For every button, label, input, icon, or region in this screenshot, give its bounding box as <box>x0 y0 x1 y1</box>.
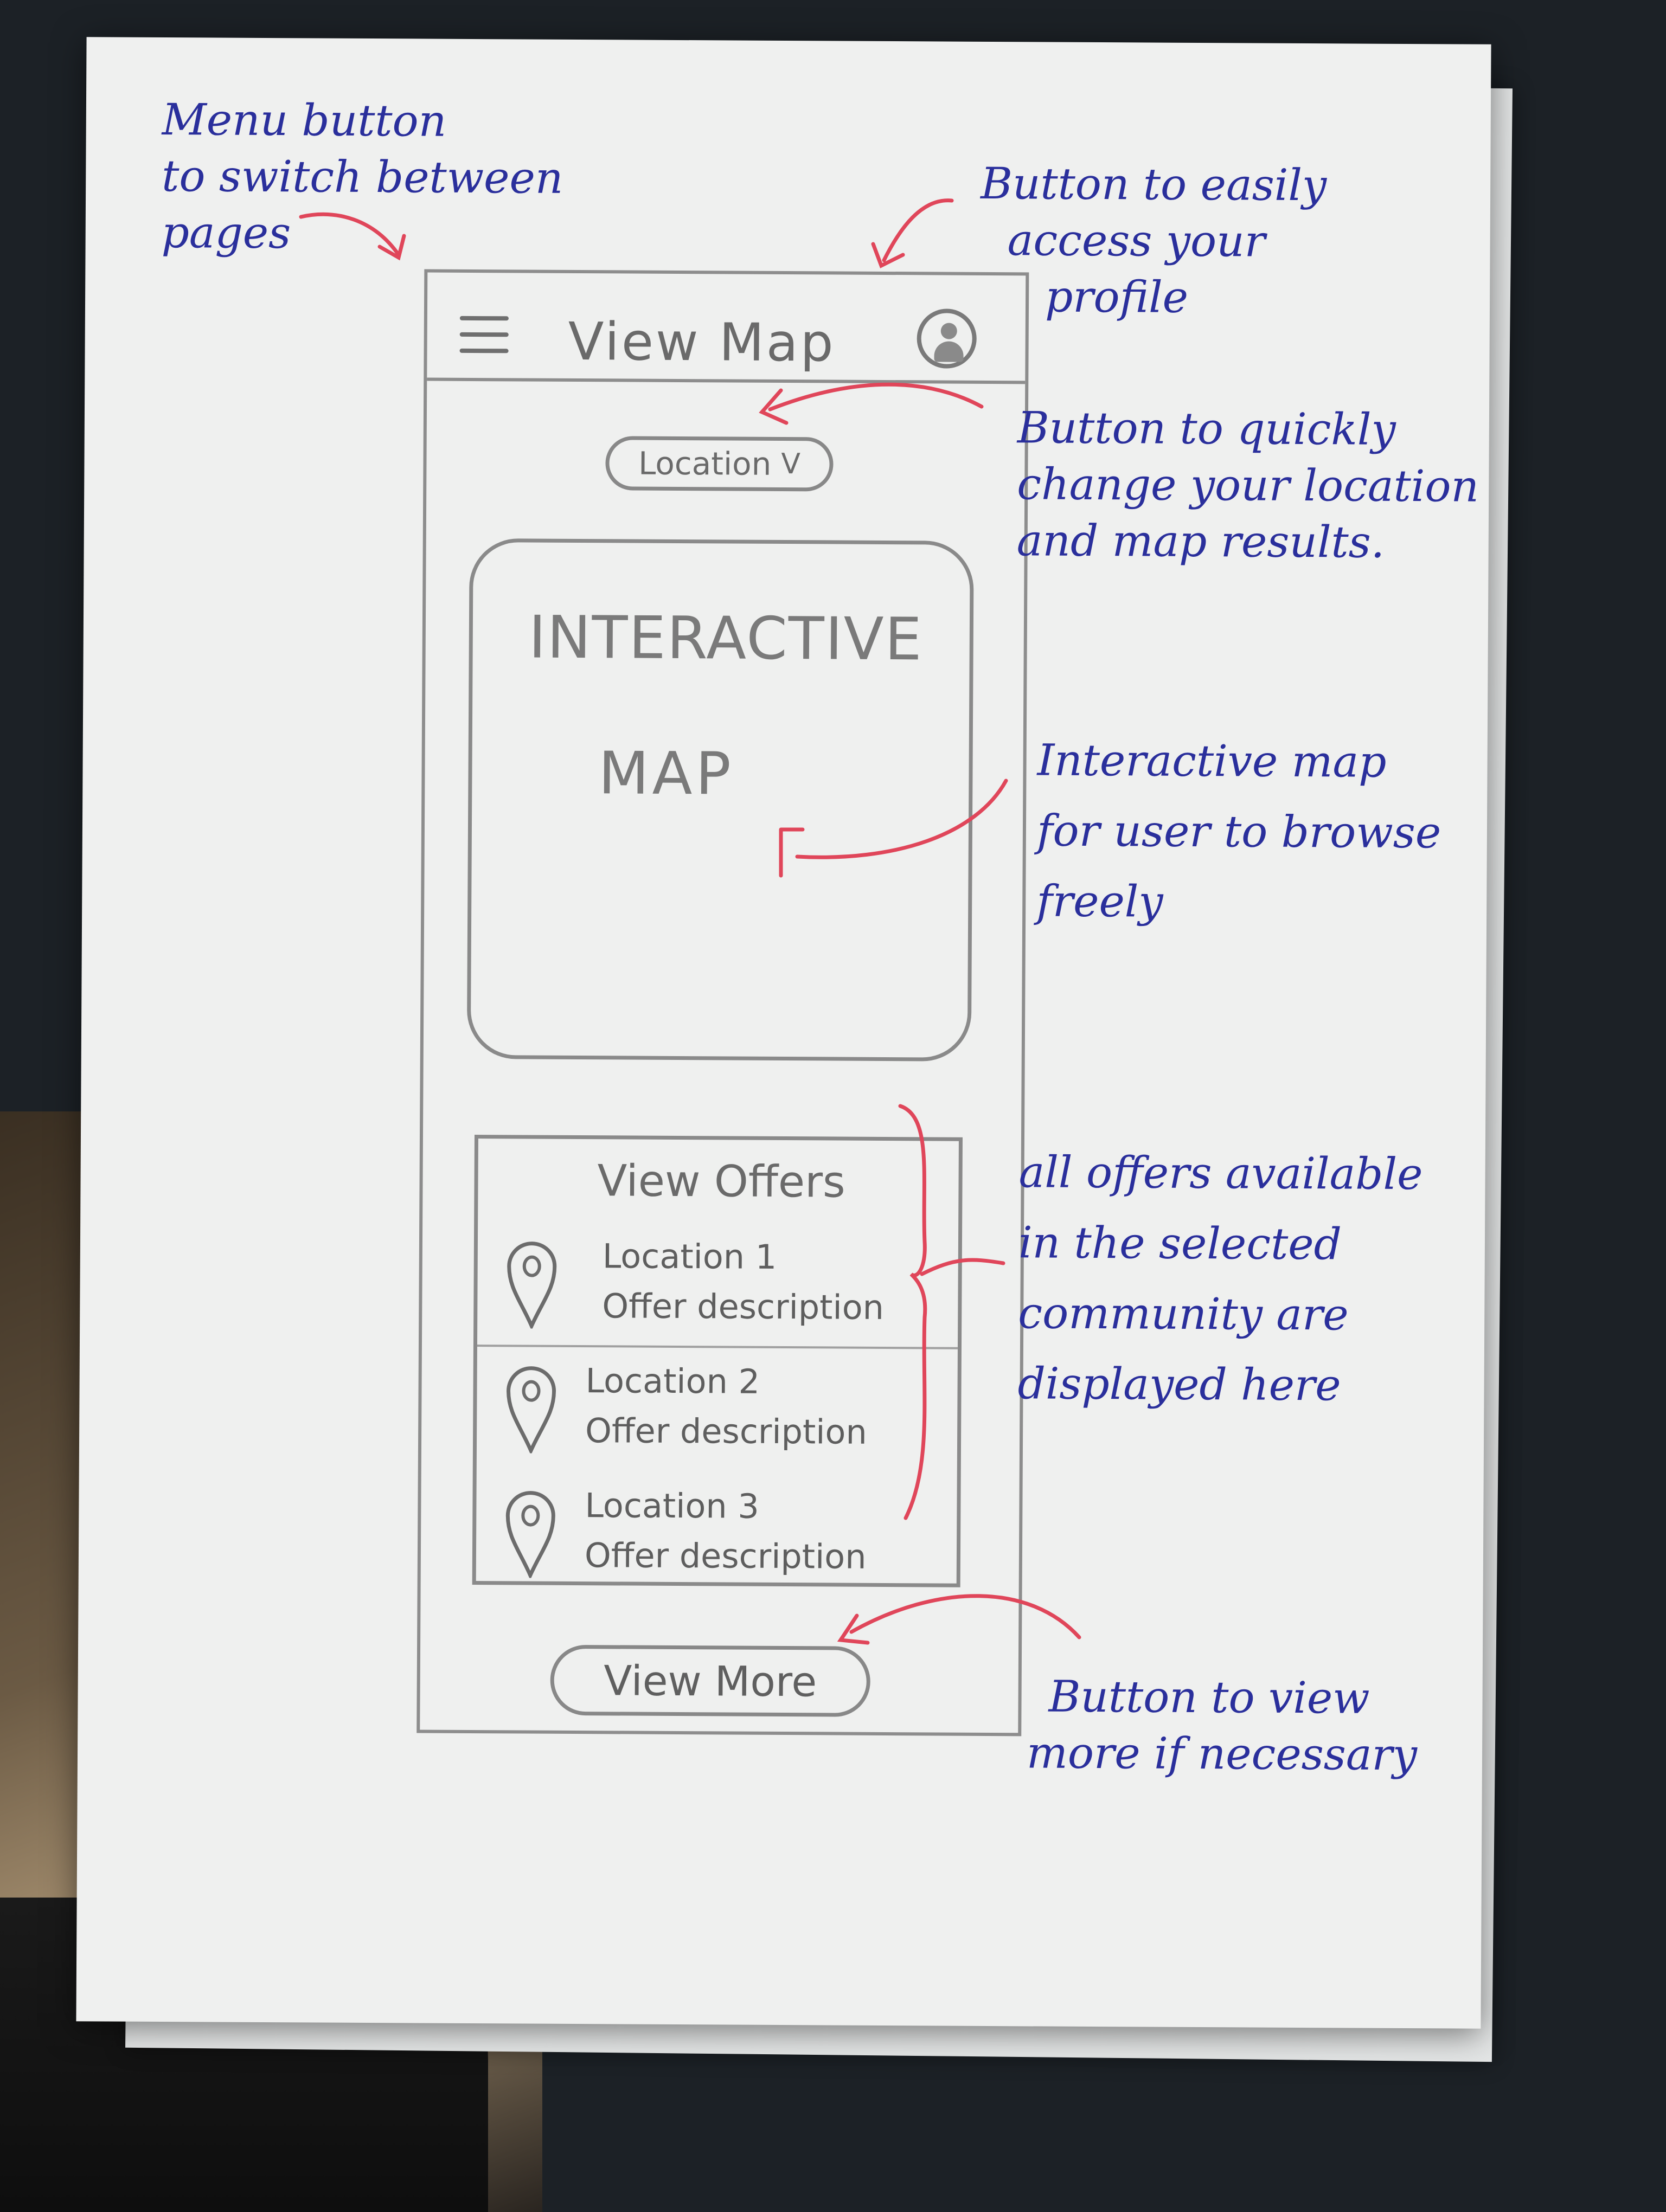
phone-wireframe: View Map Location V INTERACTIVE MAP View… <box>416 269 1029 1737</box>
offer-item[interactable]: Location 3 Offer description <box>476 1475 957 1586</box>
annotation-view-more: Button to view more if necessary <box>1026 1671 1418 1780</box>
offer-location: Location 1 <box>602 1236 777 1277</box>
chevron-down-icon: V <box>781 447 801 481</box>
top-bar: View Map <box>427 272 1026 384</box>
view-more-button[interactable]: View More <box>550 1644 871 1717</box>
offer-item[interactable]: Location 1 Offer description <box>477 1225 959 1349</box>
annotation-profile: Button to easily access your profile <box>980 158 1327 323</box>
user-profile-icon[interactable] <box>917 308 977 369</box>
location-pin-icon <box>505 1491 555 1578</box>
location-pin-icon <box>507 1366 556 1454</box>
annotation-offers: all offers available in the selected com… <box>1017 1147 1423 1411</box>
annotation-location: Button to quickly change your location a… <box>1016 402 1479 568</box>
offer-description: Offer description <box>584 1535 867 1577</box>
annotation-menu: Menu button to switch between pages <box>161 94 563 259</box>
offer-item[interactable]: Location 2 Offer description <box>477 1350 958 1472</box>
offer-description: Offer description <box>585 1411 867 1452</box>
annotation-map: Interactive map for user to browse freel… <box>1036 735 1441 927</box>
offers-list: View Offers Location 1 Offer description <box>472 1135 963 1587</box>
offers-title: View Offers <box>597 1155 845 1207</box>
hamburger-menu-icon[interactable] <box>459 316 509 359</box>
offer-location: Location 2 <box>585 1361 760 1401</box>
location-pin-icon <box>507 1242 557 1329</box>
location-dropdown-button[interactable]: Location V <box>605 436 834 492</box>
page-title: View Map <box>568 311 836 374</box>
map-placeholder-line-1: INTERACTIVE <box>528 603 923 674</box>
map-placeholder-line-2: MAP <box>598 740 735 808</box>
offer-location: Location 3 <box>585 1486 760 1526</box>
location-label: Location <box>638 445 772 483</box>
paper-sheet: View Map Location V INTERACTIVE MAP View… <box>76 37 1491 2029</box>
offer-description: Offer description <box>602 1286 885 1327</box>
